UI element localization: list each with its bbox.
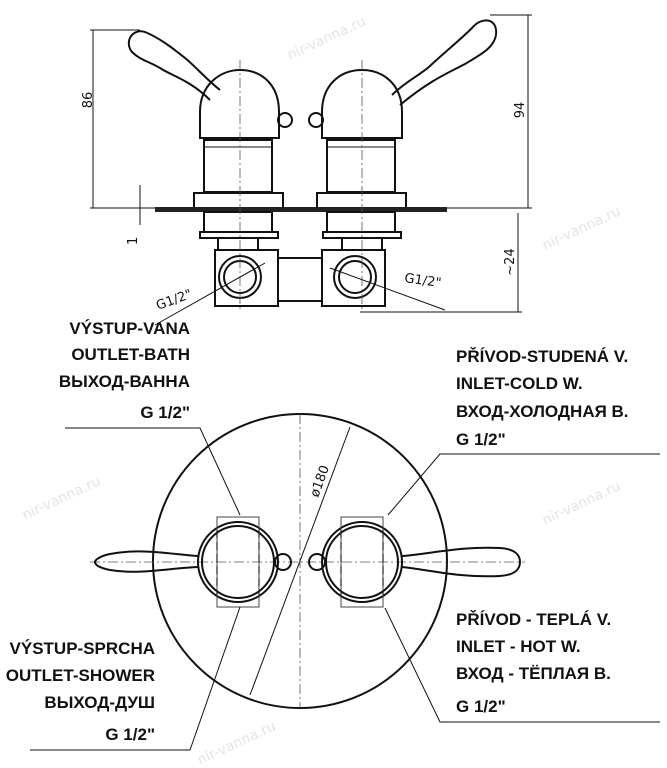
svg-text:ВХОД-ХОЛОДНАЯ В.: ВХОД-ХОЛОДНАЯ В. [456,402,629,421]
left-body [203,139,273,193]
right-lever-handle [391,19,498,106]
svg-text:OUTLET-BATH: OUTLET-BATH [71,345,190,364]
right-body [326,139,396,193]
crossbar [277,257,323,302]
label-inlet-cold: PŘÍVOD-STUDENÁ V. INLET-COLD W. ВХОД-ХОЛ… [456,347,629,449]
side-view: 86 94 1 ~24 G1/2" G1/2" [81,14,532,326]
svg-text:94: 94 [513,102,528,119]
right-fitting [321,249,386,307]
svg-text:ВХОД - TЁПЛАЯ В.: ВХОД - TЁПЛАЯ В. [456,664,611,683]
svg-text:86: 86 [81,92,96,109]
watermark: nir-vanna.ru [195,718,278,768]
front-view: ø180 [30,413,660,751]
svg-text:INLET-COLD W.: INLET-COLD W. [456,374,583,393]
svg-text:G 1/2": G 1/2" [140,403,190,422]
svg-text:G 1/2": G 1/2" [456,697,506,716]
thread-label-right: G1/2" [403,271,442,291]
cover-plate [155,207,447,212]
svg-text:ВЫХОД-ВАННА: ВЫХОД-ВАННА [59,372,190,391]
svg-text:1: 1 [126,237,141,245]
watermark: nir-vanna.ru [285,13,368,63]
svg-text:VÝSTUP-SPRCHA: VÝSTUP-SPRCHA [10,639,155,658]
svg-text:PŘÍVOD - TEPLÁ V.: PŘÍVOD - TEPLÁ V. [456,610,611,629]
label-inlet-hot: PŘÍVOD - TEPLÁ V. INLET - HOT W. ВХОД - … [456,610,611,716]
dimension-94: 94 [447,14,532,209]
svg-text:~24: ~24 [503,248,518,275]
right-valve [308,516,522,608]
svg-text:INLET - HOT W.: INLET - HOT W. [456,637,581,656]
watermark: nir-vanna.ru [20,473,103,523]
label-outlet-bath: VÝSTUP-VANA OUTLET-BATH ВЫХОД-ВАННА G 1/… [59,319,190,422]
svg-text:PŘÍVOD-STUDENÁ V.: PŘÍVOD-STUDENÁ V. [456,347,628,366]
right-knob [308,112,324,128]
thread-label-left: G1/2" [154,287,194,314]
dimension-86: 86 [81,29,155,209]
watermark: nir-vanna.ru [540,203,623,253]
diameter-line [249,426,351,696]
left-dome [199,68,280,139]
left-valve [93,516,292,608]
left-flange [193,192,284,209]
svg-text:G 1/2": G 1/2" [105,725,155,744]
svg-text:G 1/2": G 1/2" [456,430,506,449]
dimension-1: 1 [126,185,141,245]
svg-text:VÝSTUP-VANA: VÝSTUP-VANA [69,319,190,338]
right-flange [316,192,407,209]
right-dome [321,68,403,139]
left-knob [277,112,293,128]
svg-text:ВЫХОД-ДУШ: ВЫХОД-ДУШ [44,693,155,712]
left-lever-handle [127,30,221,101]
watermark: nir-vanna.ru [540,478,623,528]
dimension-24: ~24 [360,213,522,313]
label-outlet-shower: VÝSTUP-SPRCHA OUTLET-SHOWER ВЫХОД-ДУШ G … [6,639,155,744]
svg-text:OUTLET-SHOWER: OUTLET-SHOWER [6,666,155,685]
